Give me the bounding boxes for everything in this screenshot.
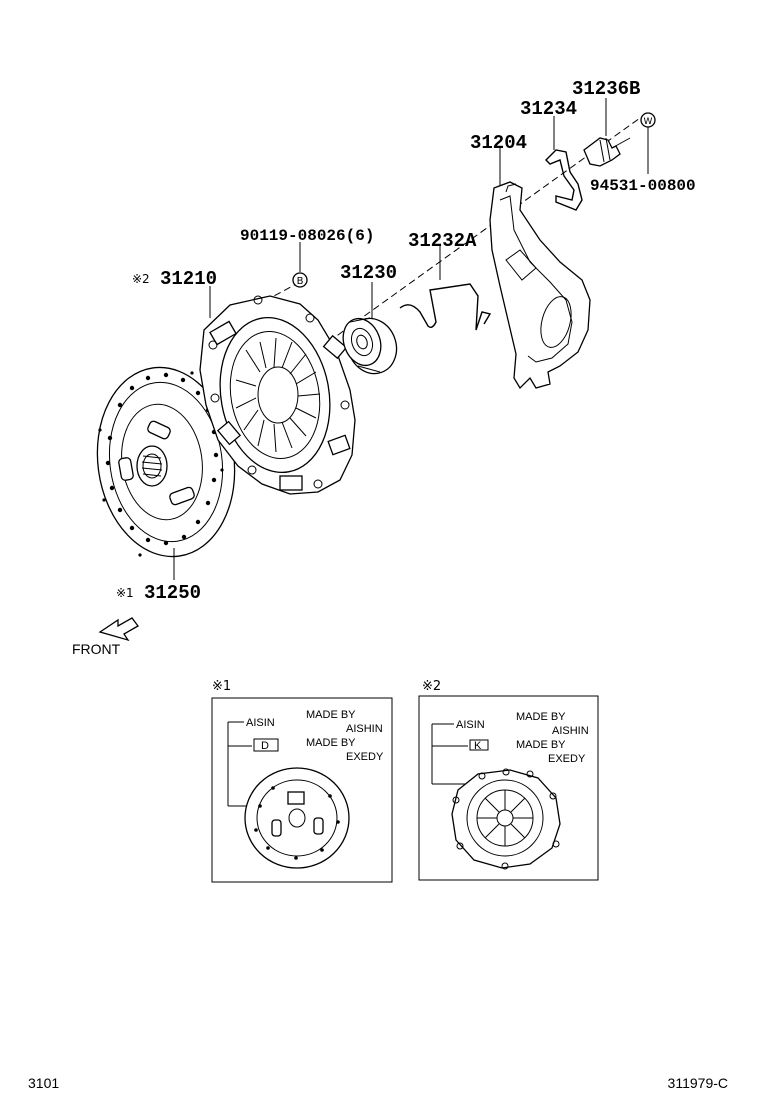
inset2-brand: AISIN [456,719,485,731]
part-label-90119: 90119-08026(6) [240,227,374,245]
inset2-maker-2: EXEDY [548,753,586,765]
inset1-title: ※1 [212,679,231,694]
inset2-made-by-2: MADE BY [516,739,566,751]
inset1-maker-1: AISHIN [346,723,383,735]
note-marker-1: ※1 [116,586,134,600]
inset2-title: ※2 [422,679,441,694]
release-fork [489,181,591,390]
inset2-code: K [474,740,482,752]
front-label: FRONT [72,641,121,657]
note-marker-2: ※2 [132,272,150,286]
inset1-made-by-2: MADE BY [306,737,356,749]
part-label-31204: 31204 [470,132,527,154]
footer-page-code: 3101 [28,1075,59,1091]
footer-illustration-code: 311979-C [668,1075,728,1091]
inset2-made-by-1: MADE BY [516,711,566,723]
boot [583,137,631,167]
front-arrow-icon [98,617,139,642]
part-label-31236B: 31236B [572,78,640,100]
inset2-maker-1: AISHIN [552,725,589,737]
clip-spring [399,283,492,331]
inset1-brand: AISIN [246,717,275,729]
clutch-cover [199,295,356,495]
part-label-31234: 31234 [520,98,577,120]
inset1-box: AISIN D MADE BY AISHIN MADE BY EXEDY [211,697,393,883]
inset1-made-by-1: MADE BY [306,709,356,721]
marker-b-circle [292,272,308,288]
inset1-maker-2: EXEDY [346,751,384,763]
marker-w-circle [640,112,656,128]
part-label-94531: 94531-00800 [590,177,696,195]
retainer-clip [545,149,583,211]
inset2-box: AISIN K MADE BY AISHIN MADE BY EXEDY [418,695,599,881]
inset1-code: D [261,740,269,752]
release-bearing [342,317,398,375]
clutch-disc [96,366,236,558]
marker-w-label: W [644,117,653,127]
marker-b-label: B [297,276,304,287]
part-label-31250: 31250 [144,582,201,604]
part-label-31232A: 31232A [408,230,477,252]
part-label-31230: 31230 [340,262,397,284]
part-label-31210: 31210 [160,268,217,290]
